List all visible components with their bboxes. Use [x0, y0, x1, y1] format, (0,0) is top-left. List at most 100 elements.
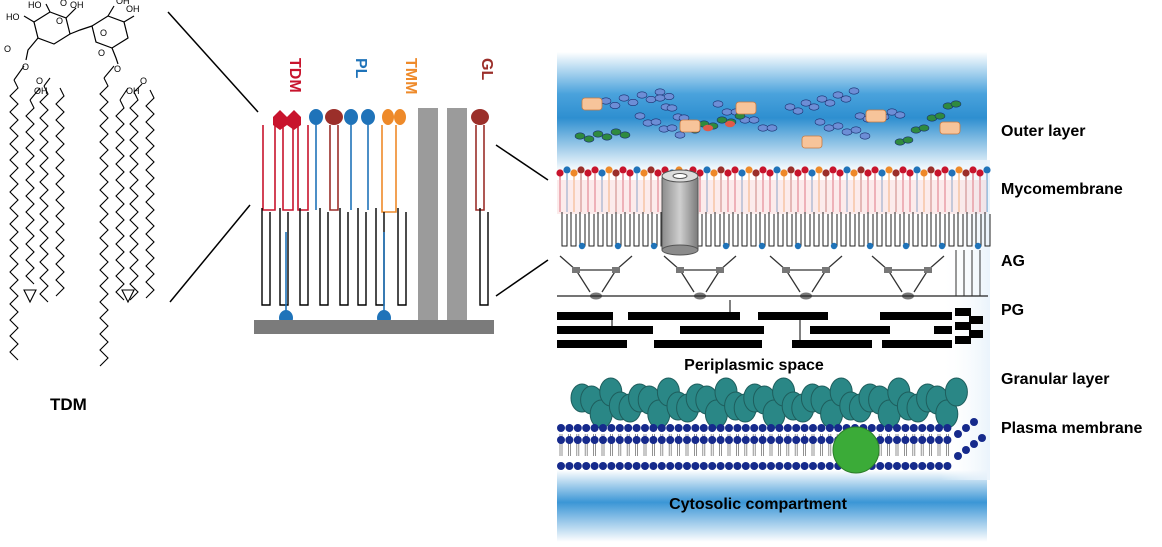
- lipid-tail: [282, 125, 294, 211]
- pl-headgroup: [309, 109, 323, 125]
- phospholipid-head: [918, 436, 927, 444]
- glycan-unit: [808, 103, 820, 111]
- mycolic-chain: [768, 212, 775, 247]
- mycolic-chain: [948, 212, 955, 247]
- layer-label-outer: Outer layer: [1001, 123, 1085, 140]
- phospholipid-head: [557, 436, 565, 444]
- phospholipid-head: [901, 424, 910, 432]
- green-glycan-unit: [950, 100, 962, 108]
- lipid-headgroup: [955, 166, 963, 174]
- o-label: O: [22, 62, 29, 72]
- phospholipid-head: [607, 436, 616, 444]
- glycan-unit: [800, 99, 812, 107]
- lipid-headgroup: [983, 166, 991, 174]
- inner-headgroup: [866, 242, 874, 250]
- phospholipid-head: [582, 436, 591, 444]
- phospholipid-head: [599, 436, 607, 444]
- phospholipid-head: [783, 462, 792, 470]
- arabinan-branch: [559, 255, 633, 293]
- oh-label: OH: [126, 86, 140, 96]
- membrane-protein: [832, 426, 880, 474]
- glycan-unit: [666, 104, 678, 112]
- phospholipid-head: [970, 440, 978, 448]
- phospholipid-head: [741, 436, 750, 444]
- mycolic-chain: [786, 212, 793, 247]
- lipid-headgroup: [626, 169, 634, 177]
- lipid-headgroup: [745, 166, 753, 174]
- glycan-unit: [674, 131, 686, 139]
- phospholipid-head: [666, 436, 675, 444]
- alkyl-chain: [55, 87, 65, 297]
- mycolic-chain: [651, 212, 658, 247]
- phospholipid-head: [691, 424, 700, 432]
- glycan-unit: [850, 126, 862, 134]
- lipid-headgroup: [864, 169, 872, 177]
- mycolic-chain: [912, 212, 919, 247]
- phospholipid-head: [800, 462, 809, 470]
- phospholipid-head: [657, 424, 666, 432]
- layer-label-mycomembrane: Mycomembrane: [1001, 181, 1123, 198]
- phospholipid-head: [817, 436, 826, 444]
- phospholipid-head: [649, 436, 658, 444]
- phospholipid-head: [962, 446, 970, 454]
- lipid-headgroup: [871, 166, 879, 174]
- lipid-headgroup: [703, 166, 711, 174]
- phospholipid-head: [800, 424, 809, 432]
- mycolic-chain: [732, 212, 739, 247]
- mycolic-chain: [858, 212, 865, 247]
- cytosol-background: [557, 470, 987, 542]
- lipid-headgroup: [570, 169, 578, 177]
- phospholipid-head: [716, 424, 725, 432]
- phospholipid-head: [867, 424, 876, 432]
- pl-headgroup: [361, 109, 375, 125]
- mycolic-chain: [319, 208, 329, 306]
- outer-layer-glycans: [574, 87, 962, 149]
- lipid-headgroup: [815, 166, 823, 174]
- phospholipid-head: [767, 436, 775, 444]
- alkyl-chain: [39, 85, 49, 303]
- galactan-unit: [716, 267, 724, 273]
- tmm-headgroup: [382, 109, 394, 125]
- glycan-unit: [859, 132, 871, 140]
- mycolic-chain: [885, 212, 892, 247]
- peptidoglycan-layer: [557, 300, 983, 348]
- inner-headgroup: [578, 242, 586, 250]
- inner-headgroup: [650, 242, 658, 250]
- phospholipid-head: [649, 462, 658, 470]
- phospholipid-head: [918, 424, 927, 432]
- lipid-tail: [329, 125, 339, 211]
- lipid-headgroup: [927, 166, 935, 174]
- lipid-headgroup: [605, 166, 613, 174]
- ho-label: HO: [6, 12, 20, 22]
- galactan-unit: [612, 267, 620, 273]
- phospholipid-head: [590, 424, 599, 432]
- mycolic-chain: [804, 212, 811, 247]
- green-glycan-unit: [583, 135, 595, 143]
- outer-protein: [679, 119, 701, 133]
- lipid-headgroup: [647, 166, 655, 174]
- phospholipid-head: [632, 462, 641, 470]
- fatty-acid-chains: [9, 65, 155, 367]
- phospholipid-head: [716, 436, 725, 444]
- phospholipid-head: [750, 462, 759, 470]
- glycan-unit: [854, 112, 866, 120]
- phospholipid-head: [624, 424, 633, 432]
- phospholipid-head: [683, 424, 691, 432]
- phospholipid-head: [582, 424, 591, 432]
- lipid-headgroup: [906, 169, 914, 177]
- lipid-headgroup: [731, 166, 739, 174]
- phospholipid-head: [817, 424, 826, 432]
- glycan-unit: [824, 99, 836, 107]
- lipid-headgroup: [710, 169, 718, 177]
- lipid-headgroup: [619, 166, 627, 174]
- phospholipid-head: [909, 436, 918, 444]
- mycolic-chain: [831, 212, 838, 247]
- outer-protein: [581, 97, 603, 111]
- lipid-headgroup: [969, 166, 977, 174]
- mycolic-chain: [375, 208, 385, 306]
- oh-label: OH: [70, 0, 84, 10]
- phospholipid-head: [876, 424, 885, 432]
- granular-layer: [570, 377, 968, 429]
- galactan-unit: [572, 267, 580, 273]
